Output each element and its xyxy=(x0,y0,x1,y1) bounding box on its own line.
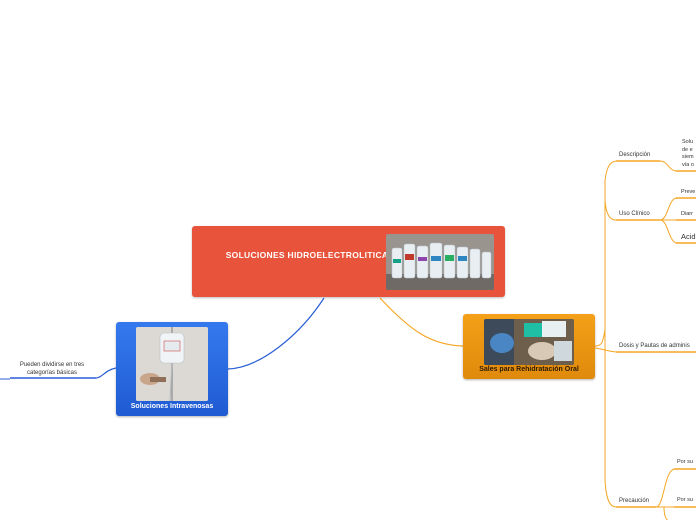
iv-drip-image xyxy=(136,327,208,401)
link-blue-sub xyxy=(95,367,117,379)
leaf-descripcion-line2: de e xyxy=(682,146,693,153)
leaf-descripcion-text[interactable]: Solu de e siem vía o xyxy=(682,139,694,169)
link-central-orange xyxy=(379,297,464,347)
leaf-descripcion-line3: siem xyxy=(682,154,694,160)
iv-bottles-image xyxy=(386,234,494,290)
leaf-preve[interactable]: Preve xyxy=(681,189,696,195)
blue-sub-line1: Pueden dividirse en tres xyxy=(19,362,85,368)
intravenous-label: Soluciones Intravenosas xyxy=(130,403,214,410)
subtopic-uso-clinico[interactable]: Uso Clínico xyxy=(619,211,650,217)
central-title: SOLUCIONES HIDROELECTROLITICAS xyxy=(225,250,395,260)
oral-rehydration-label: Sales para Rehidratación Oral xyxy=(479,366,579,373)
blue-sub-text[interactable]: Pueden dividirse en tres categorías bási… xyxy=(14,361,90,377)
subtopic-descripcion[interactable]: Descripción xyxy=(619,152,651,158)
link-orange-trunk xyxy=(594,160,617,347)
subtopic-dosis[interactable]: Dosis y Pautas de adminis xyxy=(619,343,690,349)
leaf-porsu-2[interactable]: Por su xyxy=(677,497,693,503)
blue-sub-line2: categorías básicas xyxy=(26,370,78,376)
leaf-porsu-1[interactable]: Por su xyxy=(677,459,693,465)
leaf-descripcion-line4: vía o xyxy=(682,161,694,168)
leaf-diarr[interactable]: Diarr xyxy=(681,211,693,217)
leaf-acid[interactable]: Acido xyxy=(681,232,696,241)
link-central-blue xyxy=(227,297,325,370)
subtopic-precaucion[interactable]: Precaución xyxy=(619,498,650,504)
oral-rehydration-image xyxy=(484,319,574,365)
leaf-descripcion-line1: Solu xyxy=(682,139,694,145)
